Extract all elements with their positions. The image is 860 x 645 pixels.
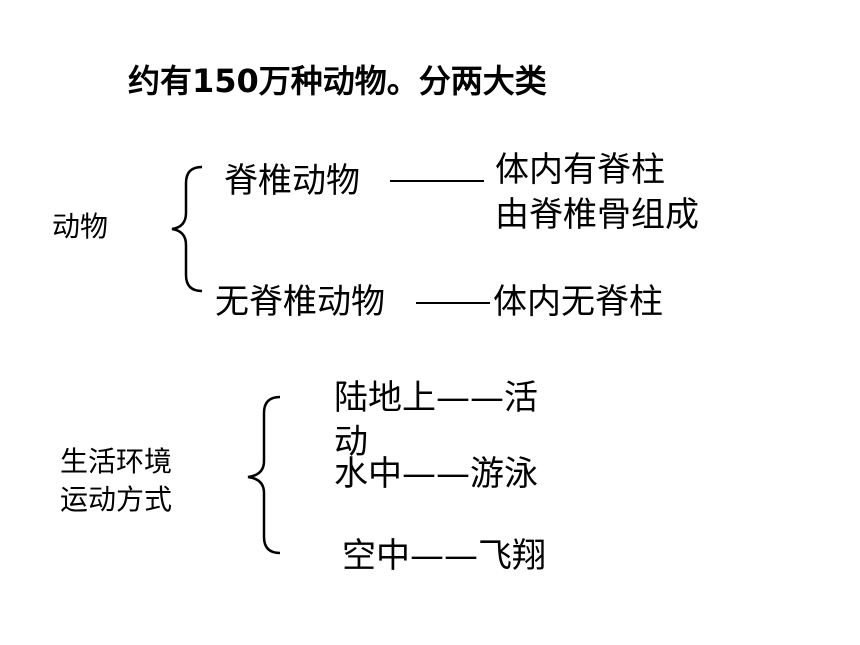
water-movement: 水中——游泳 [334,454,538,494]
vertebrate-desc-line2: 由脊椎骨组成 [495,195,699,235]
air-movement: 空中——飞翔 [342,536,546,576]
movement-brace [247,395,281,555]
land-movement-line1: 陆地上——活 [334,378,538,418]
animal-root-label: 动物 [52,210,109,243]
vertebrate-connector [390,180,484,182]
invertebrate-connector [416,302,490,304]
invertebrate-desc: 体内无脊柱 [493,282,663,322]
movement-root-line1: 生活环境 [60,445,173,478]
vertebrate-desc-line1: 体内有脊柱 [495,150,665,190]
vertebrate-label: 脊椎动物 [224,161,360,201]
invertebrate-label: 无脊椎动物 [215,282,385,322]
land-movement-line2: 动 [334,422,368,462]
slide-title: 约有150万种动物。分两大类 [128,62,547,100]
movement-root-line2: 运动方式 [60,483,173,516]
classification-brace [171,165,203,293]
